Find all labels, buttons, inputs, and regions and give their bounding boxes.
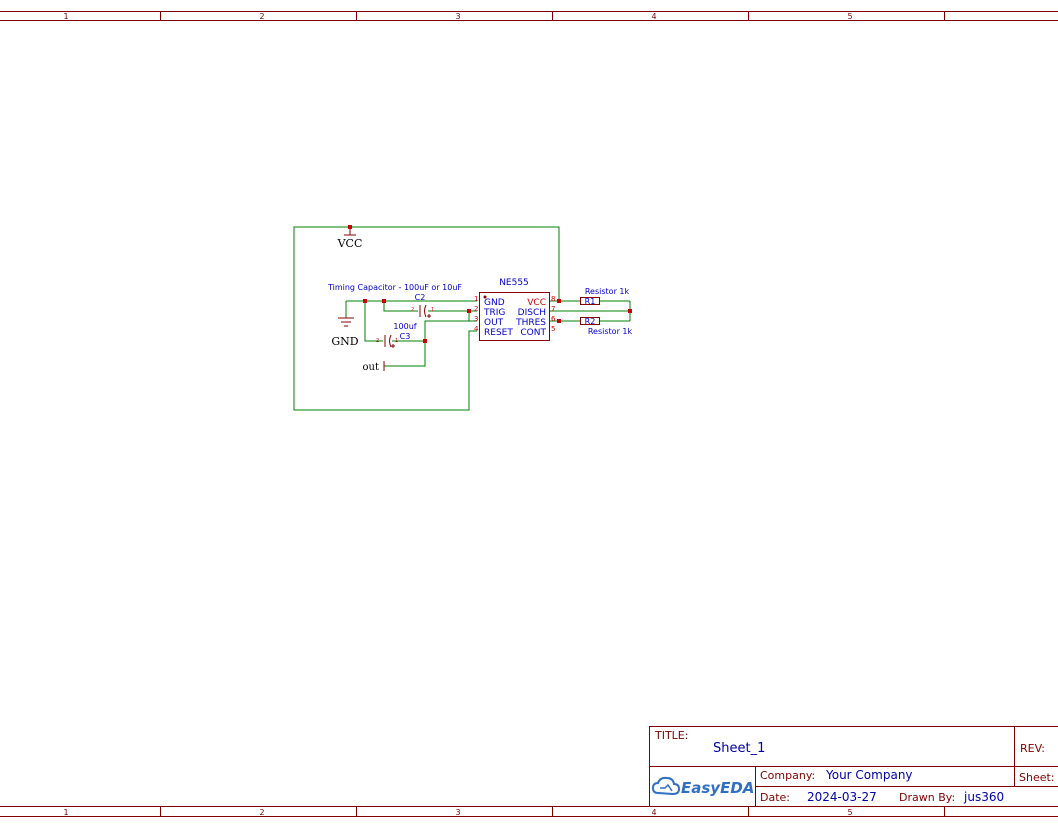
company-label: Company: <box>760 769 815 782</box>
ne555-pin-thres: THRES <box>515 318 546 328</box>
ne555-pin-reset: RESET <box>484 328 513 338</box>
rev-label: REV: <box>1020 742 1045 755</box>
logo-text: EasyEDA <box>681 779 754 797</box>
drawn-by-label: Drawn By: <box>899 791 955 804</box>
ne555-pin-num-8: 8 <box>551 295 555 303</box>
c3-value: 100uf <box>393 322 416 331</box>
company-value[interactable]: Your Company <box>825 768 913 782</box>
ne555-pin-out: OUT <box>484 318 504 328</box>
bottom-tick-5: 5 <box>847 808 852 817</box>
resistor-r1[interactable]: R1 Resistor 1k <box>580 287 630 306</box>
ne555-name: NE555 <box>499 278 529 288</box>
ne555-pin-num-3: 3 <box>474 315 478 323</box>
gnd-label: GND <box>331 335 358 348</box>
ne555-pin-num-4: 4 <box>474 325 479 333</box>
easyeda-logo: EasyEDA <box>651 776 754 797</box>
gnd-symbol[interactable]: GND <box>331 317 359 348</box>
vcc-label: VCC <box>337 237 363 250</box>
ne555-pin-num-5: 5 <box>551 325 555 333</box>
c2-pin1: 2 <box>411 307 414 313</box>
date-value[interactable]: 2024-03-27 <box>807 790 877 804</box>
capacitor-c3[interactable]: 100uf C3 2 1 <box>376 322 417 348</box>
out-netlabel[interactable]: out <box>363 361 385 373</box>
r2-value: Resistor 1k <box>588 327 633 336</box>
top-tick-3: 3 <box>455 12 460 21</box>
date-label: Date: <box>760 791 790 804</box>
ne555-chip[interactable]: NE555 GND TRIG OUT RESET 1 2 3 4 VCC DIS… <box>474 278 556 341</box>
ne555-pin-num-6: 6 <box>551 315 556 323</box>
top-tick-5: 5 <box>847 12 852 21</box>
c3-designator: C3 <box>400 332 411 341</box>
resistor-r2[interactable]: R2 Resistor 1k <box>580 317 633 336</box>
sheet-label: Sheet: <box>1019 771 1055 784</box>
c3-pin2: 1 <box>395 338 398 344</box>
c3-pin1: 2 <box>376 338 379 344</box>
title-value[interactable]: Sheet_1 <box>713 741 765 756</box>
r1-value: Resistor 1k <box>585 287 630 296</box>
ne555-pin-gnd: GND <box>484 298 505 308</box>
bottom-tick-4: 4 <box>651 808 656 817</box>
ne555-pin-num-7: 7 <box>551 305 555 313</box>
title-label: TITLE: <box>654 729 688 742</box>
bottom-tick-1: 1 <box>63 808 68 817</box>
top-tick-4: 4 <box>651 12 656 21</box>
ne555-pin-disch: DISCH <box>518 308 546 318</box>
junction-dots <box>348 225 632 343</box>
ne555-pin-num-2: 2 <box>474 305 478 313</box>
bottom-tick-3: 3 <box>455 808 460 817</box>
ne555-pin-vcc: VCC <box>527 298 546 308</box>
top-tick-2: 2 <box>259 12 264 21</box>
vcc-symbol[interactable]: VCC <box>337 227 363 250</box>
ne555-pin-num-1: 1 <box>474 295 478 303</box>
c2-pin2: 1 <box>431 307 434 313</box>
title-block <box>649 726 1058 807</box>
r1-designator: R1 <box>585 297 596 306</box>
top-tick-1: 1 <box>63 12 68 21</box>
bottom-tick-2: 2 <box>259 808 264 817</box>
wires[interactable] <box>293 226 631 411</box>
ne555-pin-trig: TRIG <box>483 308 505 318</box>
frame-border <box>0 11 1058 817</box>
timing-cap-note: Timing Capacitor - 100uF or 10uF <box>327 283 462 292</box>
ne555-pin-cont: CONT <box>520 328 546 338</box>
c2-designator: C2 <box>415 293 426 302</box>
capacitor-c2[interactable]: C2 2 1 <box>411 293 434 318</box>
r2-designator: R2 <box>585 317 596 326</box>
drawn-by-value[interactable]: jus360 <box>963 790 1004 804</box>
cloud-icon <box>651 776 681 796</box>
out-label: out <box>363 362 379 373</box>
